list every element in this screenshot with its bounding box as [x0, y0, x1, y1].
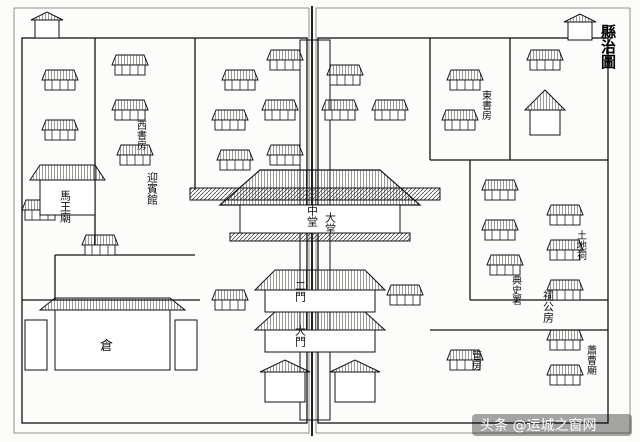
gatehouse-left — [30, 11, 64, 39]
label-cang: 倉 — [100, 339, 113, 354]
gatehouse-right — [563, 13, 597, 41]
watermark-text: 头条 @运城之窗网 — [480, 417, 596, 434]
label-er-men: 二門 — [294, 280, 307, 303]
main-gate — [253, 311, 387, 353]
main-hall — [218, 169, 422, 242]
watermark: 头条 @运城之窗网 — [472, 414, 632, 436]
label-dong-shu-fang: 東書房 — [480, 89, 492, 121]
label-da-men: 大門 — [294, 324, 307, 348]
label-zhong-tang: 中堂 — [306, 205, 319, 227]
gate-archway — [259, 359, 381, 403]
label-ying-bin-guan: 迎賓館 — [146, 172, 159, 206]
label-ma-wang-miao: 馬王廟 — [59, 190, 72, 224]
ma-wang-miao-building — [29, 164, 106, 216]
granary-building — [24, 297, 198, 371]
pavilion — [523, 89, 567, 136]
label-xi-shu-fang: 西書房 — [135, 120, 147, 151]
label-dian-shi-shu: 典史署 — [510, 274, 522, 305]
label-guan-fang: 管房 — [470, 349, 482, 371]
label-tu-di-ci: 土地祠 — [575, 229, 587, 261]
label-xiao-cao-miao: 蕭曹廟 — [585, 345, 597, 376]
label-ci-gong-fang: 祠公房 — [542, 290, 555, 324]
label-da-tang: 大堂 — [324, 211, 337, 234]
map-title: 縣治圖 — [599, 24, 617, 70]
second-gate — [253, 269, 387, 313]
